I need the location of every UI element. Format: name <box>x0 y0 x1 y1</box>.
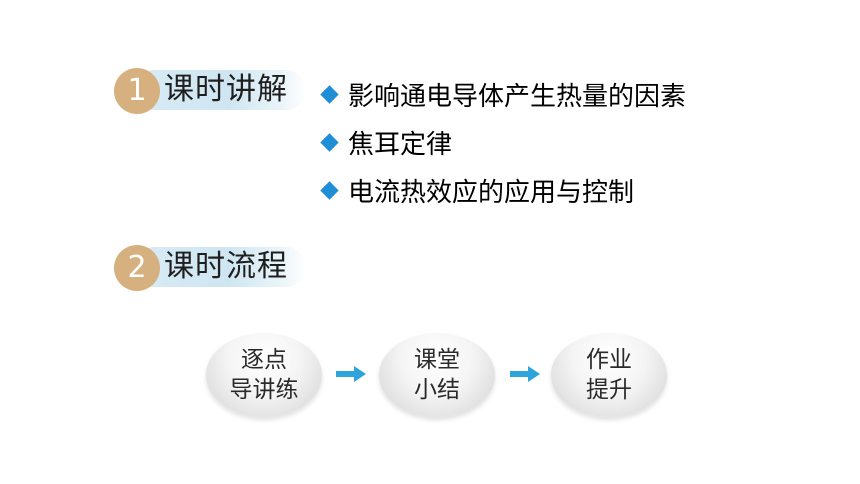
flow-node-label: 课堂 <box>414 347 460 373</box>
right-arrow-icon <box>510 366 540 382</box>
section-pill <box>134 247 306 287</box>
diamond-bullet-icon <box>320 84 339 104</box>
topic-item: 影响通电导体产生热量的因素 <box>319 70 686 118</box>
section-number-badge: 1 <box>114 68 160 114</box>
flow-node-practice[interactable]: 逐点 导讲练 <box>206 333 322 417</box>
right-arrow-icon <box>336 366 366 382</box>
topic-item: 焦耳定律 <box>319 118 686 166</box>
section-number-badge: 2 <box>114 245 160 291</box>
section-header-lecture: 1 课时讲解 <box>114 68 306 114</box>
diamond-bullet-icon <box>320 132 339 152</box>
topic-text: 电流热效应的应用与控制 <box>348 177 635 208</box>
diamond-bullet-icon <box>320 180 339 200</box>
flow-node-label: 逐点 <box>241 347 287 373</box>
flow-node-label: 导讲练 <box>229 377 299 403</box>
topic-text: 焦耳定律 <box>348 129 453 160</box>
flow-node-label: 小结 <box>414 377 460 403</box>
section-header-flow: 2 课时流程 <box>114 245 306 291</box>
flow-node-label: 作业 <box>586 347 632 373</box>
flow-node-homework[interactable]: 作业 提升 <box>551 333 667 417</box>
section-title: 课时讲解 <box>164 72 288 107</box>
topic-text: 影响通电导体产生热量的因素 <box>348 81 687 112</box>
section-pill <box>134 70 306 110</box>
topic-list: 影响通电导体产生热量的因素 焦耳定律 电流热效应的应用与控制 <box>319 70 686 214</box>
flow-node-label: 提升 <box>586 377 632 403</box>
section-title: 课时流程 <box>164 249 288 284</box>
flow-node-summary[interactable]: 课堂 小结 <box>379 333 495 417</box>
topic-item: 电流热效应的应用与控制 <box>319 166 686 214</box>
